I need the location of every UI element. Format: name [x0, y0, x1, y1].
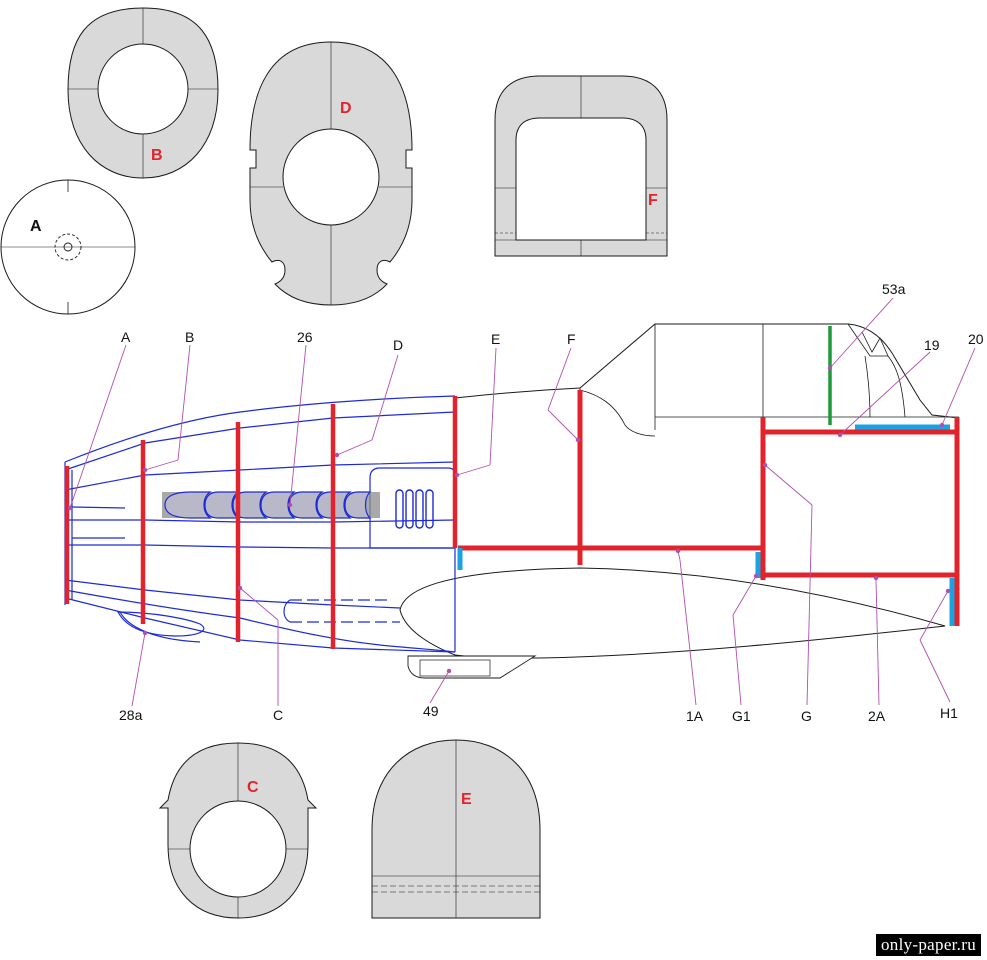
callout-e: E: [491, 331, 500, 347]
callout-d: D: [393, 337, 403, 353]
former-e-label: E: [461, 791, 472, 808]
former-b: B: [67, 7, 219, 179]
former-d-label: D: [340, 100, 352, 117]
fuselage-side-view: A B 26 D E F 53a 19 20 28a C 49 1A G1 G …: [64, 281, 984, 724]
callout-a: A: [121, 329, 131, 345]
callout-49: 49: [423, 703, 439, 719]
former-a: A: [0, 179, 136, 315]
former-e: E: [371, 739, 541, 919]
watermark: only-paper.ru: [875, 934, 981, 956]
former-d: D: [249, 41, 413, 306]
callout-28a: 28a: [119, 707, 143, 723]
callout-c: C: [273, 707, 283, 723]
callout-f: F: [567, 331, 576, 347]
former-c-label: C: [247, 779, 259, 796]
callout-20: 20: [968, 331, 984, 347]
callout-h1: H1: [940, 705, 958, 721]
callout-2a: 2A: [868, 708, 886, 724]
callout-1a: 1A: [686, 708, 704, 724]
former-f: F: [494, 75, 668, 257]
callout-26: 26: [297, 329, 313, 345]
callout-19: 19: [924, 337, 940, 353]
callout-53a: 53a: [882, 281, 906, 297]
former-b-label: B: [151, 147, 163, 164]
former-a-label: A: [30, 218, 42, 235]
former-f-label: F: [648, 192, 658, 209]
callout-g: G: [801, 708, 812, 724]
callout-g1: G1: [732, 708, 751, 724]
callout-b: B: [185, 329, 194, 345]
former-c: C: [158, 742, 318, 919]
